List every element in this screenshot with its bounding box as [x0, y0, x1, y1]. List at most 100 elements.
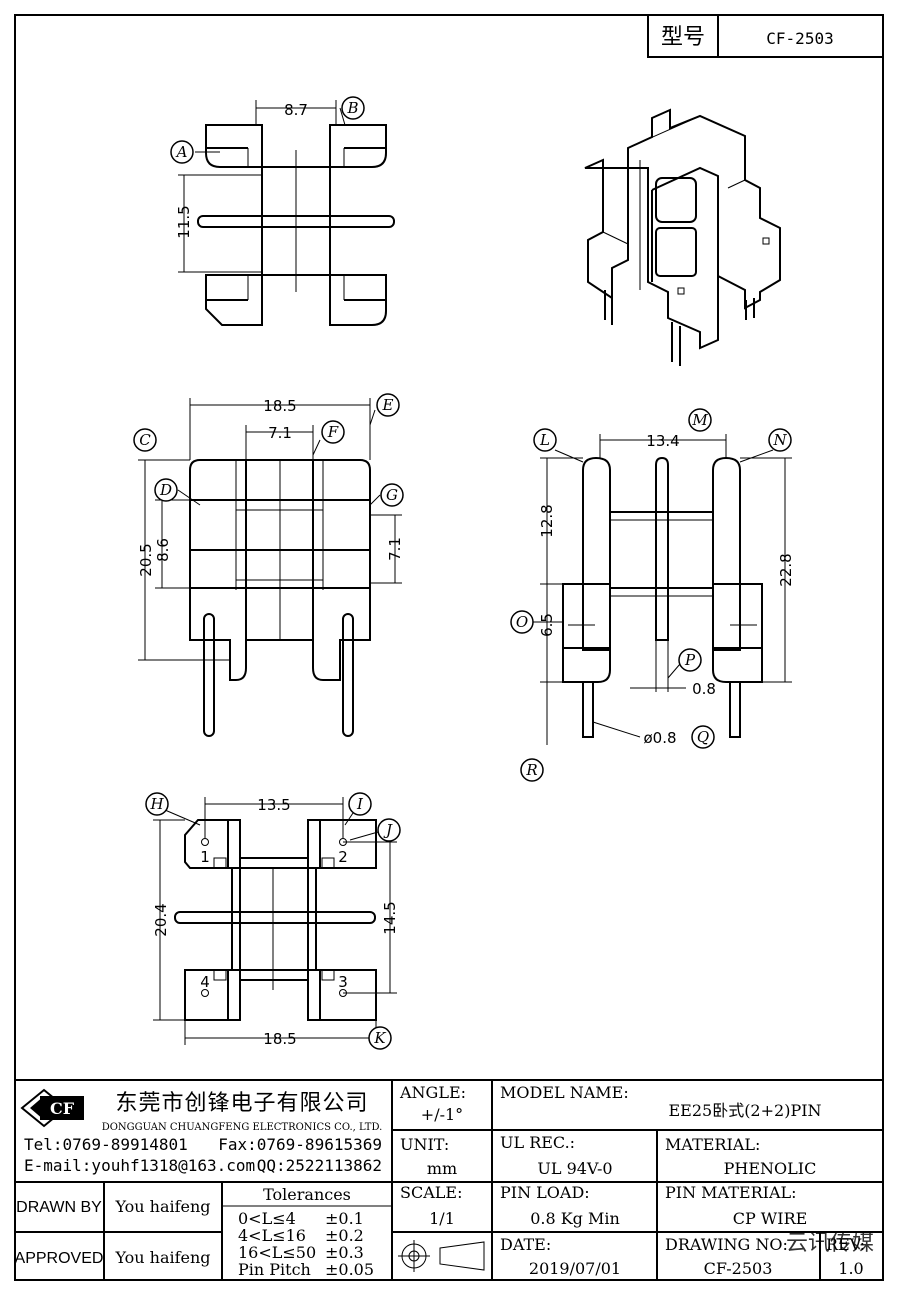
dim-bottom-width: 18.5 [263, 1030, 296, 1048]
svg-text:A: A [175, 143, 188, 161]
angle-label: ANGLE: [399, 1083, 466, 1102]
company-qq: QQ:2522113862 [257, 1156, 382, 1175]
svg-text:G: G [386, 486, 398, 504]
dim-top-width: 8.7 [284, 101, 308, 119]
tolerance-range-4: Pin Pitch [238, 1260, 311, 1279]
pin-number-3: 3 [338, 973, 348, 991]
svg-text:Q: Q [697, 728, 709, 746]
isometric-view [584, 108, 781, 366]
rev-label: REV: [826, 1235, 865, 1254]
dim-top-height: 11.5 [175, 205, 193, 238]
svg-text:B: B [346, 99, 358, 117]
front-view: 18.5 7.1 20.5 8.6 7.1 [137, 397, 404, 737]
company-tel: Tel:0769-89914801 [24, 1135, 188, 1154]
svg-text:CF: CF [50, 1099, 75, 1118]
company-name-en: DONGGUAN CHUANGFENG ELECTRONICS CO., LTD… [102, 1122, 383, 1133]
tolerance-value-3: ±0.3 [325, 1243, 364, 1262]
approved-value: You haifeng [114, 1248, 210, 1267]
tolerance-value-2: ±0.2 [325, 1226, 364, 1245]
material-label: MATERIAL: [665, 1135, 760, 1154]
dim-pin-diameter: ø0.8 [643, 729, 676, 747]
material-value: PHENOLIC [724, 1159, 817, 1178]
side-view: 13.4 12.8 6.5 22.8 0.8 ø0.8 [533, 432, 795, 747]
company-email: E-mail:youhf1318@163.com [24, 1156, 255, 1175]
callout-o: O [510, 610, 534, 634]
model-label: 型号 [661, 25, 705, 50]
svg-text:R: R [525, 761, 537, 779]
unit-label: UNIT: [400, 1135, 449, 1154]
tolerances-label: Tolerances [263, 1185, 351, 1204]
svg-text:F: F [327, 423, 339, 441]
callout-j: J [377, 818, 401, 842]
pin-number-4: 4 [200, 973, 210, 991]
callout-p: P [678, 648, 702, 672]
callout-l: L [533, 428, 557, 452]
callout-g: G [380, 483, 404, 507]
header-box: 型号 CF-2503 [647, 14, 884, 58]
drawn-by-label: DRAWN BY [16, 1199, 102, 1216]
model-name-label: MODEL NAME: [500, 1083, 629, 1102]
callout-c: C [133, 428, 157, 452]
callout-b: B [341, 96, 365, 120]
drawing-no-value: CF-2503 [704, 1259, 773, 1278]
pin-load-value: 0.8 Kg Min [530, 1209, 620, 1228]
svg-text:I: I [356, 795, 364, 813]
scale-label: SCALE: [400, 1183, 462, 1202]
dim-front-window-height: 7.1 [386, 537, 404, 561]
pin-load-label: PIN LOAD: [500, 1183, 590, 1202]
dim-bottom-height: 20.4 [152, 903, 170, 936]
company-logo: CF [20, 1088, 84, 1128]
drawing-no-label: DRAWING NO: [665, 1235, 788, 1254]
date-label: DATE: [500, 1235, 551, 1254]
svg-text:E: E [382, 396, 394, 414]
date-value: 2019/07/01 [529, 1259, 621, 1278]
pin-number-2: 2 [338, 848, 348, 866]
pin-number-1: 1 [200, 848, 210, 866]
callout-i: I [348, 792, 372, 816]
callout-k: K [368, 1026, 392, 1050]
callout-r: R [520, 758, 544, 782]
dim-front-width: 18.5 [263, 397, 296, 415]
tolerance-value-4: ±0.05 [325, 1260, 374, 1279]
dim-side-lower: 6.5 [538, 613, 556, 637]
approved-label: APPROVED [15, 1250, 104, 1267]
pin-material-label: PIN MATERIAL: [665, 1183, 797, 1202]
svg-text:P: P [684, 651, 696, 669]
callout-e: E [376, 393, 400, 417]
tolerance-range-3: 16<L≤50 [238, 1243, 316, 1262]
projection-symbol-icon [398, 1240, 485, 1272]
svg-text:O: O [516, 613, 528, 631]
dim-bottom-inner: 14.5 [381, 901, 399, 934]
model-number: CF-2503 [766, 29, 833, 48]
callout-q: Q [691, 725, 715, 749]
svg-text:N: N [772, 431, 787, 449]
callout-m: M [688, 408, 712, 432]
unit-value: mm [427, 1159, 457, 1178]
ul-value: UL 94V-0 [537, 1159, 612, 1178]
dim-bottom-pin-spacing: 13.5 [257, 796, 290, 814]
watermark: 云讯传媒 [786, 1231, 874, 1256]
callout-h: H [145, 792, 169, 816]
callout-d: D [154, 478, 178, 502]
company-name-cn: 东莞市创锋电子有限公司 [115, 1091, 368, 1116]
ul-label: UL REC.: [500, 1133, 575, 1152]
dim-side-upper: 12.8 [538, 504, 556, 537]
tolerance-value-1: ±0.1 [325, 1209, 364, 1228]
svg-text:K: K [373, 1029, 386, 1047]
company-fax: Fax:0769-89615369 [218, 1135, 382, 1154]
top-view: 8.7 11.5 [175, 100, 395, 326]
dim-front-inner-height: 8.6 [154, 538, 172, 562]
svg-text:M: M [691, 411, 708, 429]
svg-text:L: L [539, 431, 550, 449]
model-name-value: EE25卧式(2+2)PIN [668, 1101, 821, 1120]
tolerance-range-1: 0<L≤4 [238, 1209, 296, 1228]
callout-f: F [321, 420, 345, 444]
dim-front-height: 20.5 [137, 543, 155, 576]
callout-n: N [768, 428, 792, 452]
pin-material-value: CP WIRE [733, 1209, 808, 1228]
drawn-by-value: You haifeng [114, 1197, 210, 1216]
dim-side-total: 22.8 [777, 553, 795, 586]
callout-a: A [170, 140, 194, 164]
title-block: CF 东莞市创锋电子有限公司 DONGGUAN CHUANGFENG ELECT… [14, 1079, 884, 1281]
